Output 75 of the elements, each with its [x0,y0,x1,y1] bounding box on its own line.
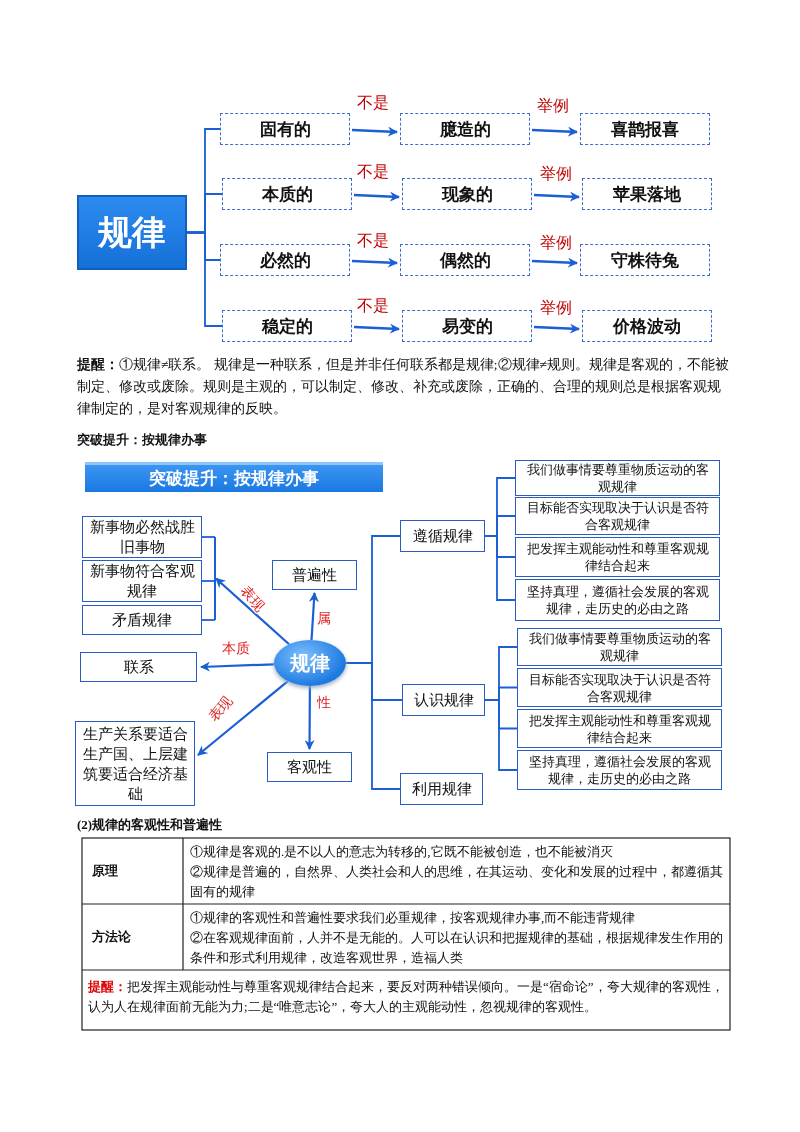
table-text: ①规律的客观性和普遍性要求我们必重规律，按客观规律办事,而不能违背规律 [190,909,637,927]
connector-line [484,535,516,601]
central-ellipse: 规律 [274,640,346,686]
connector-line [201,619,216,621]
connector-line [345,662,401,790]
arrow [533,323,580,334]
title-box: 规律 [77,195,187,270]
arrow [531,257,578,268]
table-text: ②规律是普遍的，自然界、人类社会和人的思维，在其运动、变化和发展的过程中，都遵循其固有的规律 [190,863,724,901]
concept-box: 新事物必然战胜旧事物 [82,516,202,558]
arrow [353,323,400,334]
bracket-line [211,537,216,620]
dashed-box: 固有的 [220,113,350,145]
edge-label: 不是 [357,231,389,252]
connector-line [201,580,216,582]
dashed-box: 本质的 [222,178,352,210]
dashed-box: 苹果落地 [582,178,712,210]
concept-box: 把发挥主观能动性和尊重客观规律结合起来 [517,709,722,748]
dashed-box: 守株待兔 [580,244,710,276]
edge-label: 不是 [357,93,389,114]
edge-label: 本质 [222,642,250,656]
edge-label: 举例 [540,164,572,185]
concept-box: 把发挥主观能动性和尊重客观规律结合起来 [515,537,720,577]
table-text: ②在客观规律面前，人并不是无能的。人可以在认识和把握规律的基础，根据规律发生作用的条件和形式利用规律，改造客观世界，造福人类 [190,929,724,967]
concept-box: 认识规律 [402,684,485,716]
banner: 突破提升：按规律办事 [85,462,383,492]
edge-label: 举例 [540,233,572,254]
section-heading: 突破提升：按规律办事 [77,431,208,449]
connector-line [484,699,518,771]
edge-label: 举例 [540,298,572,319]
section-heading: (2)规律的客观性和普遍性 [77,816,224,834]
concept-box: 生产关系要适合生产国、上层建筑要适合经济基础 [75,721,195,806]
dashed-box: 喜鹊报喜 [580,113,710,145]
tip-text: 提醒：把发挥主观能动性与尊重客观规律结合起来，要反对两种错误倾向。一是“宿命论”，夸大规律的客观性，认为人在规律面前无能为力;二是“唯意志论”，夸大人的主观能动性，忽视规律的客观性。 [88,978,724,1016]
edge-label: 性 [317,696,331,710]
edge-label: 举例 [537,96,569,117]
concept-box: 我们做事情要尊重物质运动的客观规律 [517,628,722,666]
concept-box: 坚持真理，遵循社会发展的客观规律，走历史的必由之路 [515,579,720,621]
dashed-box: 价格波动 [582,310,712,342]
edge-label: 不是 [357,296,389,317]
arrow [304,686,315,750]
concept-box: 目标能否实现取决于认识是否符合客观规律 [517,668,722,707]
connector-line [201,536,216,538]
concept-box: 普遍性 [272,560,357,590]
row-heading: 原理 [92,862,119,880]
concept-box: 客观性 [267,752,352,782]
concept-box: 目标能否实现取决于认识是否符合客观规律 [515,497,720,535]
dashed-box: 偶然的 [400,244,530,276]
arrow [353,191,400,202]
arrow [531,126,578,137]
concept-box: 新事物符合客观规律 [82,560,202,602]
dashed-box: 必然的 [220,244,350,276]
dashed-box: 臆造的 [400,113,530,145]
arrow [200,661,275,672]
connector-line [186,231,223,327]
concept-box: 我们做事情要尊重物质运动的客观规律 [515,460,720,496]
arrow [215,577,290,646]
concept-box: 遵循规律 [400,520,485,552]
dashed-box: 现象的 [402,178,532,210]
arrow [533,191,580,202]
dashed-box: 稳定的 [222,310,352,342]
arrow [197,680,289,756]
dashed-box: 易变的 [402,310,532,342]
edge-label: 不是 [357,162,389,183]
table-text: ①规律是客观的.是不以人的意志为转移的,它既不能被创造，也不能被消灭 [190,843,614,861]
arrow [351,126,398,137]
arrow [308,592,319,641]
note-paragraph: 提醒：①规律≠联系。 规律是一种联系，但是并非任何联系都是规律;②规律≠规则。规律是客观的，不能被制定、修改或废除。规则是主观的，可以制定、修改、补充或废除，正确的、合理的规则总是根据客观规律制定的，是对客观规律的反映。 [77,356,729,418]
concept-box: 矛盾规律 [82,605,202,635]
concept-box: 利用规律 [400,773,483,805]
edge-label: 属 [317,612,331,626]
concept-box: 坚持真理，遵循社会发展的客观规律，走历史的必由之路 [517,750,722,790]
concept-box: 联系 [80,652,197,682]
row-heading: 方法论 [92,928,132,946]
arrow [351,257,398,268]
